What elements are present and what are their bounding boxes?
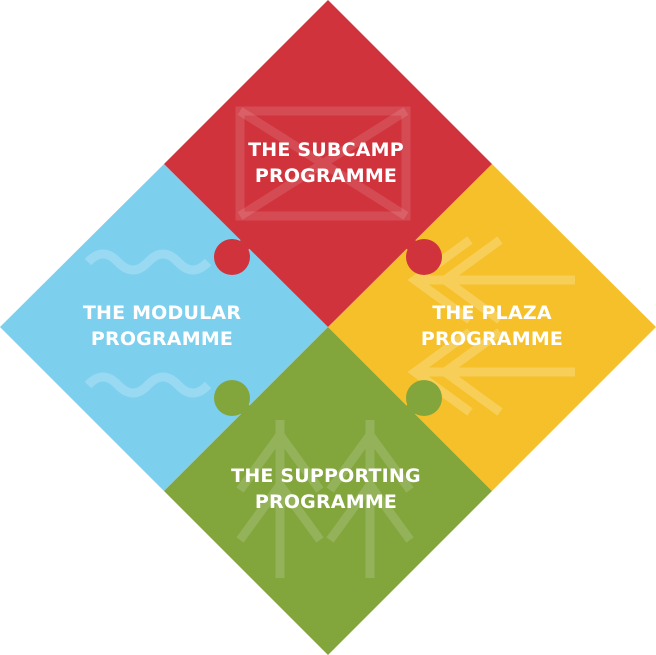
wave-icon — [84, 249, 212, 398]
modular-subtitle: PROGRAMME — [90, 328, 234, 350]
subcamp-subtitle: PROGRAMME — [254, 165, 398, 187]
supporting-title: THE SUPPORTING — [231, 465, 421, 487]
arrows-up-icon — [236, 420, 414, 578]
supporting-subtitle: PROGRAMME — [254, 491, 398, 513]
subcamp-title: THE SUBCAMP — [248, 139, 404, 161]
envelope-icon — [235, 106, 411, 221]
modular-label: THE MODULAR PROGRAMME — [52, 300, 272, 352]
plaza-label: THE PLAZA PROGRAMME — [382, 300, 602, 352]
subcamp-label: THE SUBCAMP PROGRAMME — [216, 137, 436, 189]
supporting-piece — [164, 327, 492, 655]
plaza-title: THE PLAZA — [432, 302, 552, 324]
supporting-label: THE SUPPORTING PROGRAMME — [216, 463, 436, 515]
modular-title: THE MODULAR — [82, 302, 242, 324]
subcamp-piece — [164, 0, 492, 327]
arrows-left-icon — [407, 236, 575, 416]
plaza-subtitle: PROGRAMME — [420, 328, 564, 350]
